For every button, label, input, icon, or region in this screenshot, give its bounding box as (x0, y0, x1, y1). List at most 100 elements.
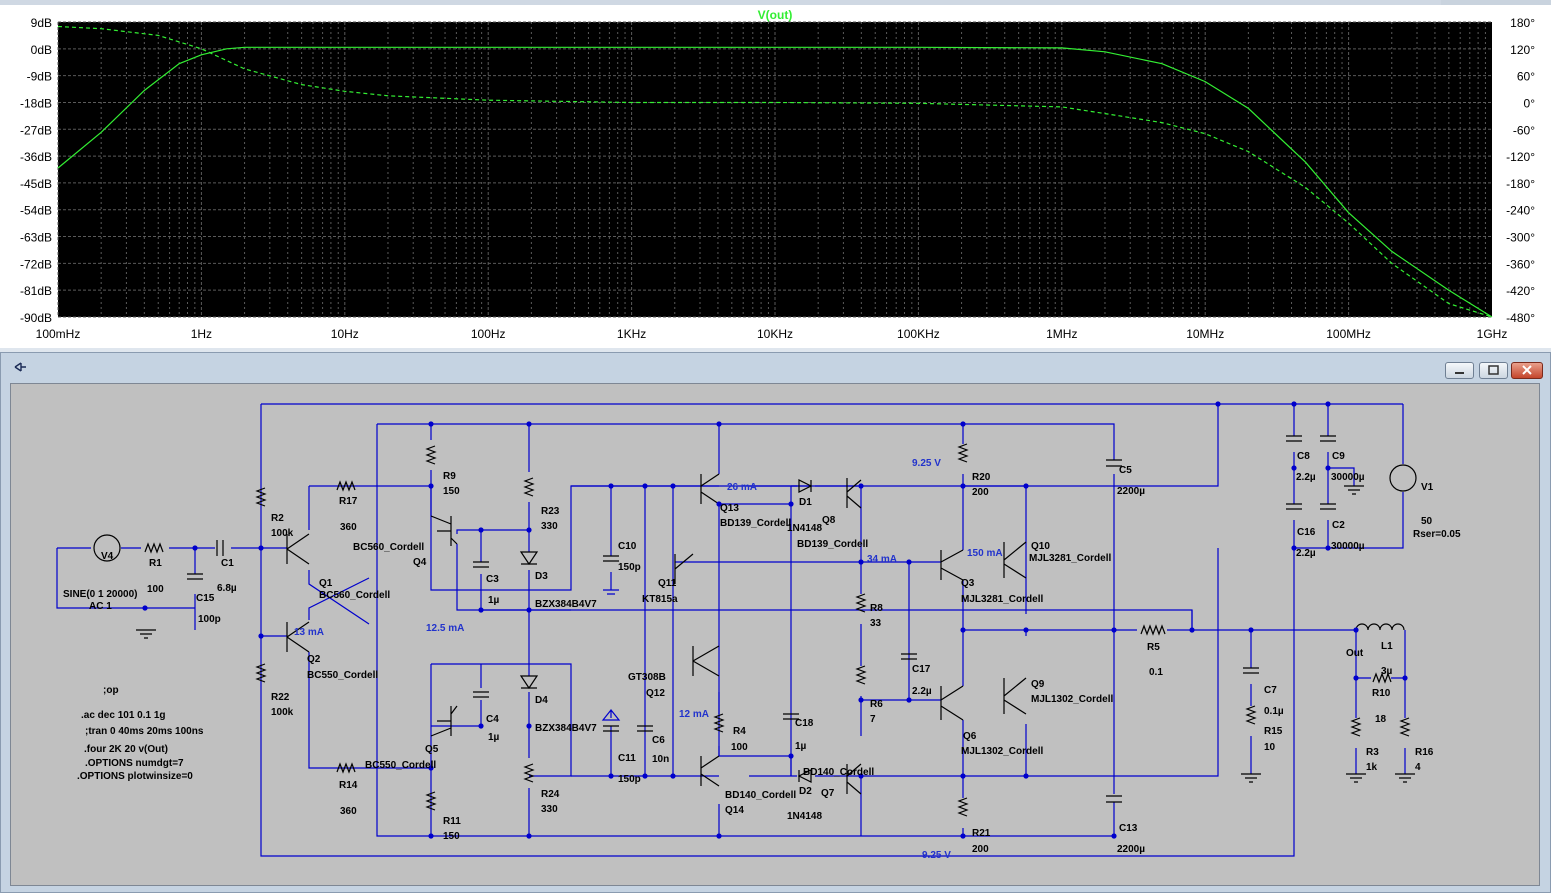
close-button[interactable] (1511, 362, 1543, 379)
component-label[interactable]: 13 mA (294, 627, 324, 638)
component-label[interactable]: R15 (1264, 726, 1283, 737)
component-label[interactable]: Q3 (961, 578, 975, 589)
component-label[interactable]: C9 (1332, 451, 1345, 462)
component-label[interactable]: Q6 (963, 731, 977, 742)
component-label[interactable]: R10 (1372, 688, 1391, 699)
component-label[interactable]: 0.1µ (1264, 706, 1284, 717)
component-label[interactable]: 2.2µ (1296, 548, 1316, 559)
component-label[interactable]: 2200µ (1117, 844, 1145, 855)
component-label[interactable]: 150 (443, 831, 460, 842)
component-label[interactable]: BC560_Cordell (319, 590, 390, 601)
component-label[interactable]: R17 (339, 496, 358, 507)
component-label[interactable]: .OPTIONS numdgt=7 (85, 758, 184, 769)
component-label[interactable]: 4 (1415, 762, 1421, 773)
component-label[interactable]: C8 (1297, 451, 1310, 462)
component-label[interactable]: 1µ (488, 732, 500, 743)
component-label[interactable]: 150p (618, 774, 641, 785)
component-label[interactable]: 150 mA (967, 548, 1003, 559)
component-label[interactable]: Q2 (307, 654, 321, 665)
component-label[interactable]: 100 (147, 584, 164, 595)
component-label[interactable]: 12.5 mA (426, 623, 464, 634)
component-label[interactable]: 150 (443, 486, 460, 497)
component-label[interactable]: 1N4148 (787, 811, 822, 822)
component-label[interactable]: 360 (340, 806, 357, 817)
component-label[interactable]: C4 (486, 714, 499, 725)
component-label[interactable]: 1N4148 (787, 523, 822, 534)
component-label[interactable]: 100p (198, 614, 221, 625)
component-label[interactable]: R6 (870, 699, 883, 710)
component-label[interactable]: 26 mA (727, 482, 757, 493)
component-label[interactable]: Q14 (725, 805, 744, 816)
component-label[interactable]: BD140_Cordell (803, 767, 874, 778)
component-label[interactable]: R8 (870, 603, 883, 614)
component-label[interactable]: BC550_Cordell (365, 760, 436, 771)
component-label[interactable]: R16 (1415, 747, 1434, 758)
component-label[interactable]: MJL1302_Cordell (961, 746, 1043, 757)
component-label[interactable]: BZX384B4V7 (535, 723, 597, 734)
component-label[interactable]: C6 (652, 735, 665, 746)
component-label[interactable]: Rser=0.05 (1413, 529, 1461, 540)
component-label[interactable]: C3 (486, 574, 499, 585)
component-label[interactable]: C5 (1119, 465, 1132, 476)
component-label[interactable]: 200 (972, 487, 989, 498)
component-label[interactable]: 33 (870, 618, 882, 629)
component-label[interactable]: D1 (799, 497, 812, 508)
component-label[interactable]: R9 (443, 471, 456, 482)
component-label[interactable]: C11 (618, 753, 636, 764)
schematic-titlebar[interactable] (1, 353, 1550, 379)
component-label[interactable]: 1µ (795, 741, 807, 752)
component-label[interactable]: R4 (733, 726, 746, 737)
component-label[interactable]: R3 (1366, 747, 1379, 758)
component-label[interactable]: C2 (1332, 520, 1345, 531)
component-label[interactable]: ;tran 0 40ms 20ms 100ns (85, 726, 204, 737)
component-label[interactable]: Q10 (1031, 541, 1050, 552)
component-label[interactable]: Q9 (1031, 679, 1045, 690)
plot-title[interactable]: V(out) (758, 8, 793, 22)
component-label[interactable]: Q8 (822, 515, 836, 526)
component-label[interactable]: MJL3281_Cordell (961, 594, 1043, 605)
component-label[interactable]: 100k (271, 528, 294, 539)
component-label[interactable]: 330 (541, 804, 558, 815)
component-label[interactable]: SINE(0 1 20000) (63, 589, 138, 600)
component-label[interactable]: 3µ (1381, 666, 1393, 677)
component-label[interactable]: C18 (795, 718, 814, 729)
component-label[interactable]: 10n (652, 754, 669, 765)
component-label[interactable]: .OPTIONS plotwinsize=0 (77, 771, 193, 782)
component-label[interactable]: .ac dec 101 0.1 1g (81, 710, 166, 721)
component-label[interactable]: 360 (340, 522, 357, 533)
component-label[interactable]: 50 (1421, 516, 1433, 527)
component-label[interactable]: 6.8µ (217, 583, 237, 594)
component-label[interactable]: 34 mA (867, 554, 897, 565)
component-label[interactable]: D2 (799, 786, 812, 797)
component-label[interactable]: 10 (1264, 742, 1276, 753)
component-label[interactable]: 9.25 V (922, 850, 951, 861)
component-label[interactable]: Out (1346, 648, 1364, 659)
component-label[interactable]: R24 (541, 789, 560, 800)
component-label[interactable]: 150p (618, 562, 641, 573)
component-label[interactable]: AC 1 (89, 601, 112, 612)
component-label[interactable]: 200 (972, 844, 989, 855)
component-label[interactable]: R23 (541, 506, 560, 517)
component-label[interactable]: Q13 (720, 503, 739, 514)
component-label[interactable]: R11 (443, 816, 461, 827)
component-label[interactable]: 1µ (488, 595, 500, 606)
component-label[interactable]: Q11 (658, 578, 677, 589)
component-label[interactable]: 1k (1366, 762, 1378, 773)
component-label[interactable]: R21 (972, 828, 991, 839)
component-label[interactable]: D4 (535, 695, 548, 706)
component-label[interactable]: R14 (339, 780, 358, 791)
component-label[interactable]: R22 (271, 692, 290, 703)
component-label[interactable]: BZX384B4V7 (535, 599, 597, 610)
component-label[interactable]: C13 (1119, 823, 1138, 834)
component-label[interactable]: 2.2µ (912, 686, 932, 697)
component-label[interactable]: C1 (221, 558, 234, 569)
component-label[interactable]: 100 (731, 742, 748, 753)
component-label[interactable]: BD139_Cordell (797, 539, 868, 550)
component-label[interactable]: 100k (271, 707, 294, 718)
component-label[interactable]: Q7 (821, 788, 835, 799)
component-label[interactable]: V1 (1421, 482, 1434, 493)
component-label[interactable]: 0.1 (1149, 667, 1163, 678)
component-label[interactable]: .four 2K 20 v(Out) (84, 744, 168, 755)
